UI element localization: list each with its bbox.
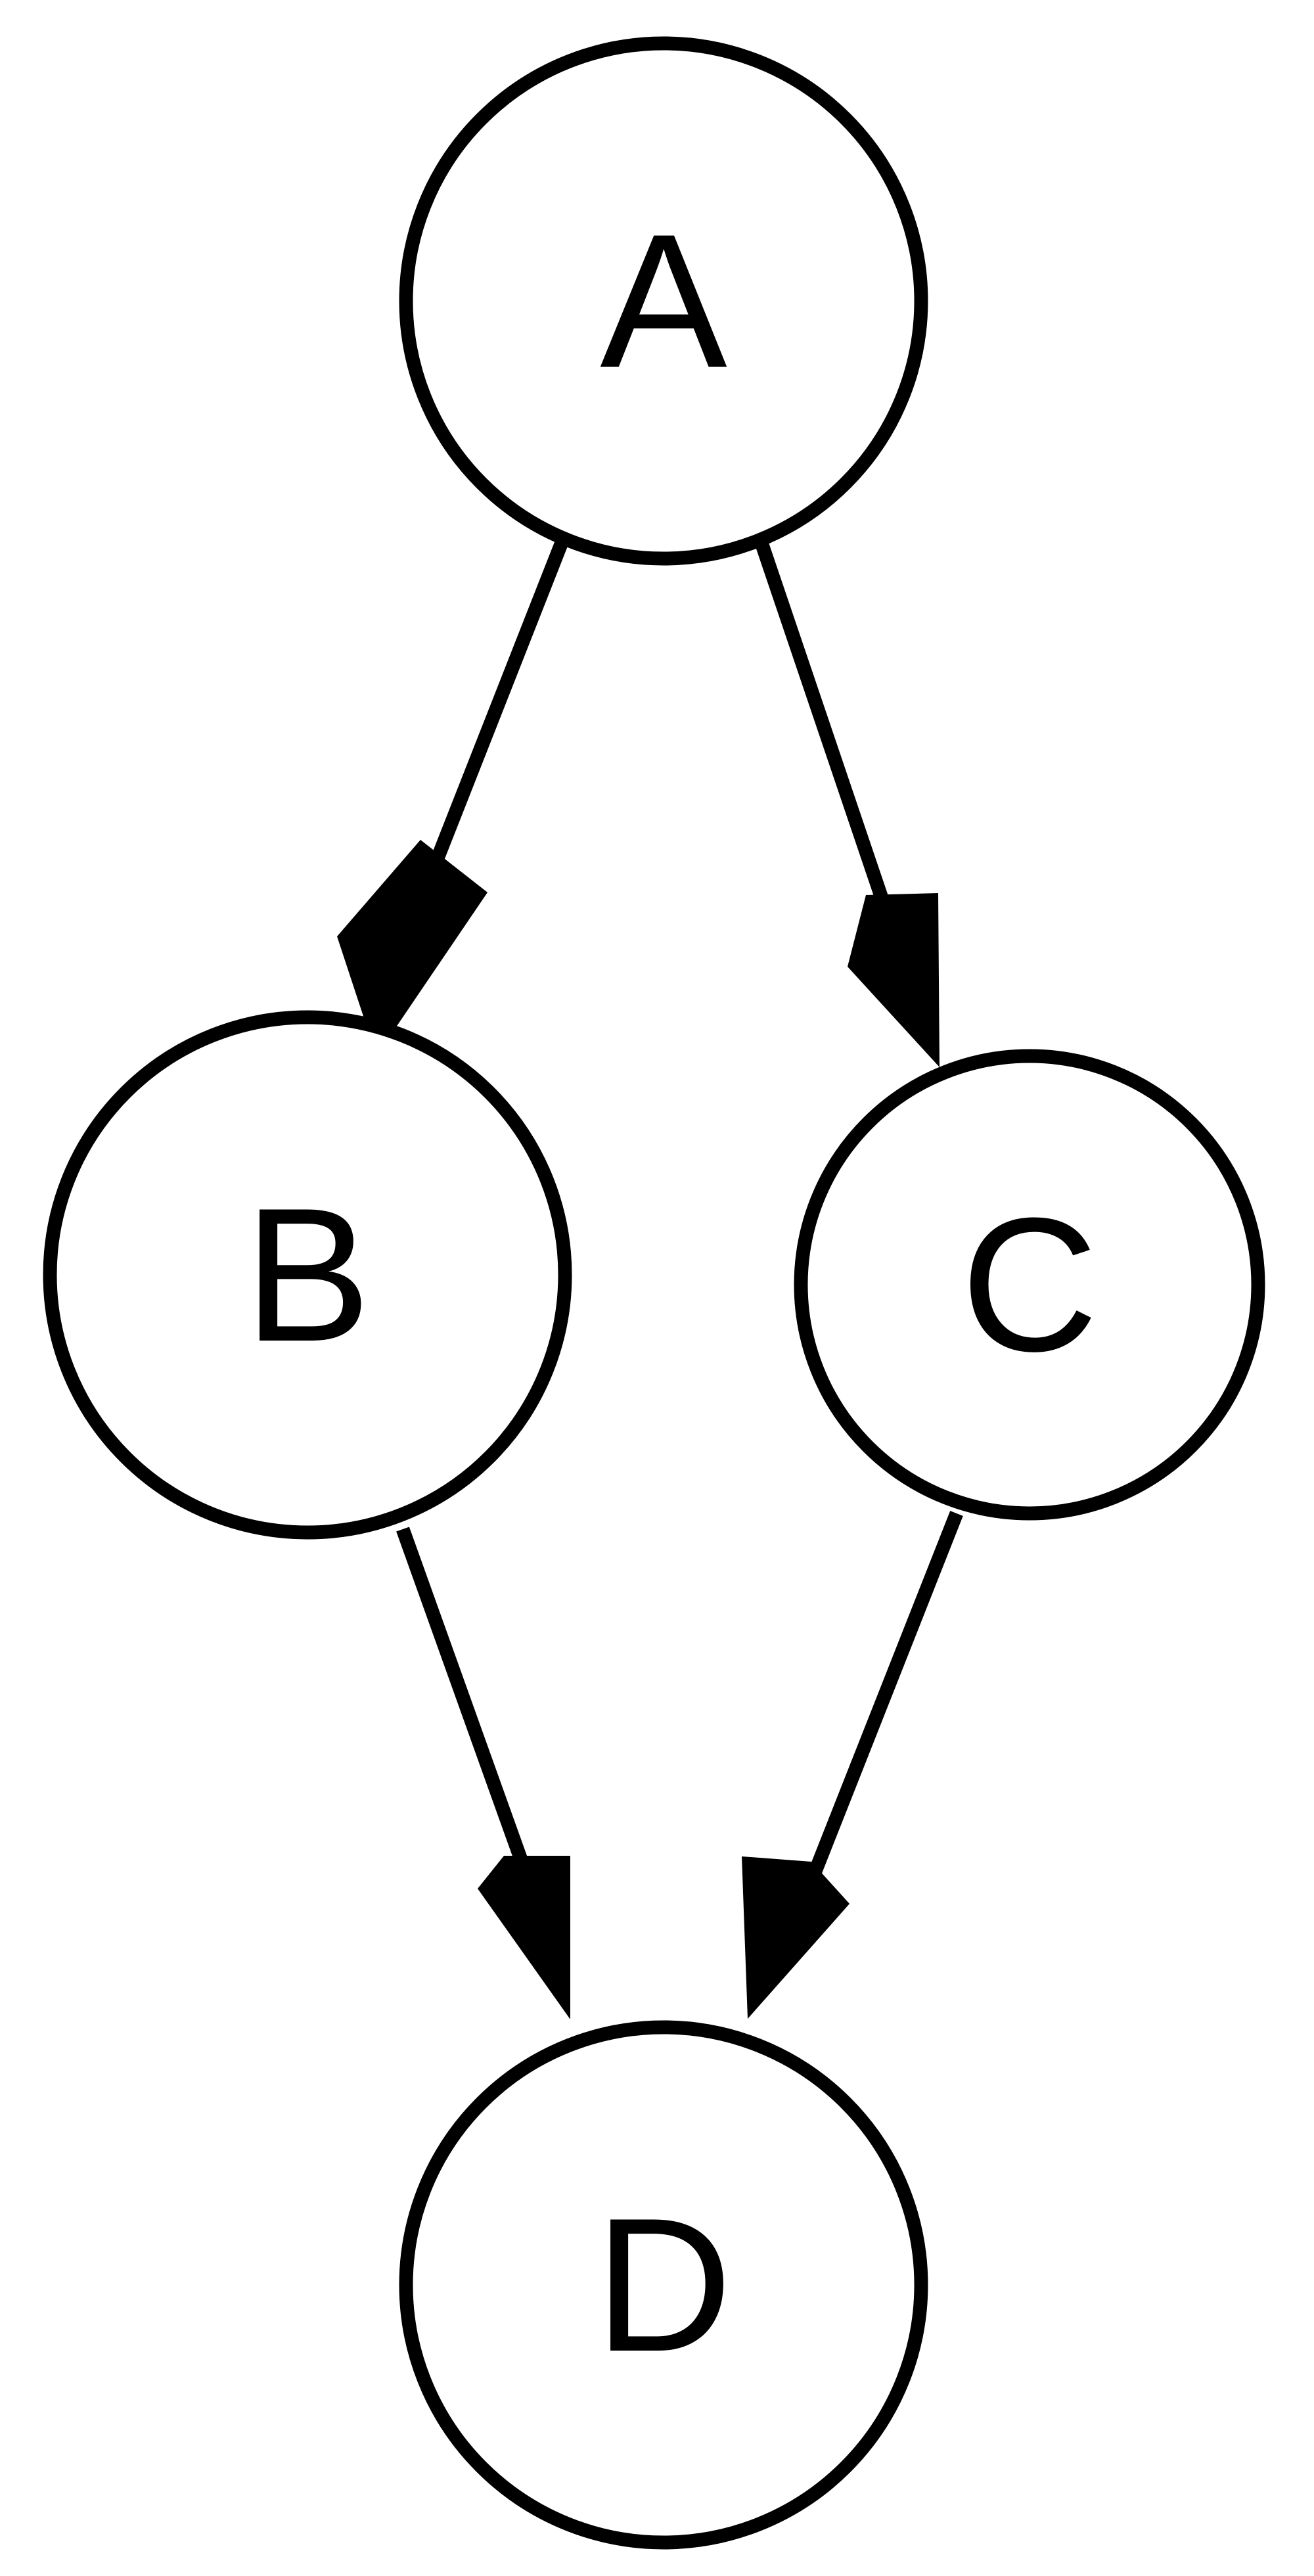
edge-a-to-c-line bbox=[754, 538, 895, 920]
edge-a-to-c[interactable] bbox=[754, 538, 940, 1067]
node-d-label: D bbox=[595, 2178, 732, 2391]
node-c-label: C bbox=[961, 1178, 1098, 1391]
node-d[interactable]: D bbox=[399, 2020, 928, 2550]
node-b-label: B bbox=[244, 1168, 371, 1381]
node-b-circle bbox=[43, 1010, 572, 1540]
edge-a-to-b[interactable] bbox=[337, 538, 569, 1056]
edge-c-to-d-arrowhead-icon bbox=[742, 1856, 850, 2019]
node-a-label: A bbox=[600, 195, 728, 407]
node-a[interactable]: A bbox=[399, 36, 928, 566]
edge-b-to-d[interactable] bbox=[396, 1527, 570, 2019]
edge-a-to-c-arrowhead-icon bbox=[848, 893, 940, 1067]
edge-b-to-d-arrowhead-icon bbox=[478, 1856, 570, 2019]
edge-a-to-b-arrowhead-icon bbox=[337, 840, 487, 1056]
node-group: A B C D bbox=[43, 36, 1265, 2550]
node-c[interactable]: C bbox=[794, 1049, 1265, 1521]
edge-group bbox=[337, 538, 963, 2019]
node-a-circle bbox=[399, 36, 928, 566]
edge-b-to-d-line bbox=[396, 1527, 533, 1879]
edge-c-to-d[interactable] bbox=[742, 1511, 963, 2019]
edge-c-to-d-line bbox=[807, 1511, 963, 1879]
node-d-circle bbox=[399, 2020, 928, 2550]
node-b[interactable]: B bbox=[43, 1010, 572, 1540]
node-c-circle bbox=[794, 1049, 1265, 1521]
